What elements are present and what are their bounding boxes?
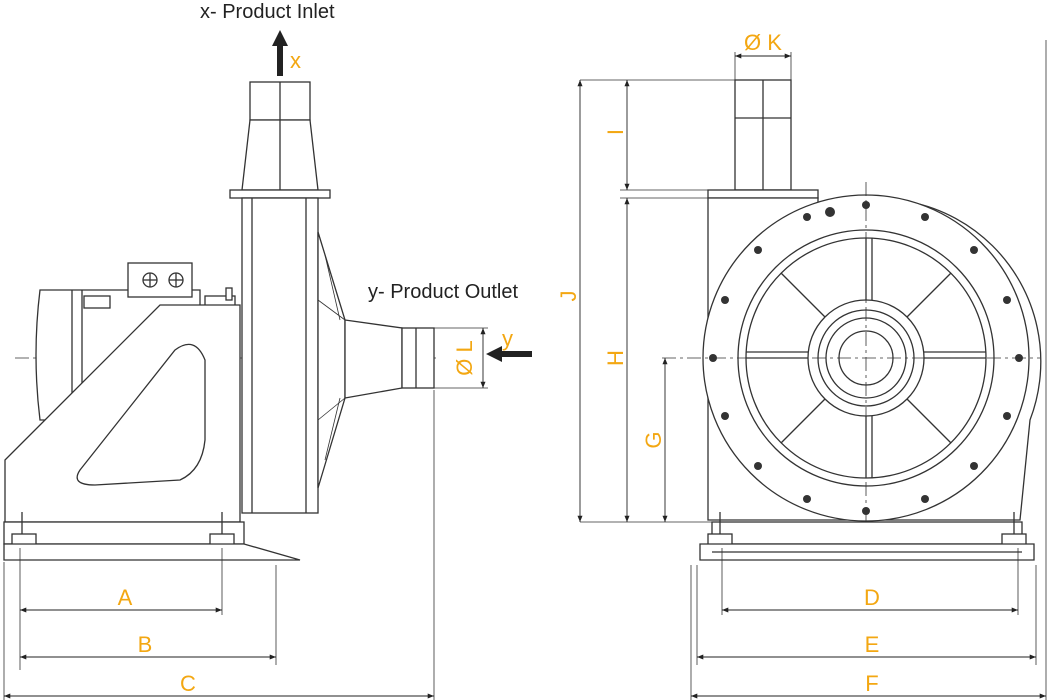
- dim-label-k: Ø K: [744, 30, 782, 55]
- inlet-caption: x- Product Inlet: [200, 1, 335, 23]
- outlet-caption: y- Product Outlet: [368, 281, 519, 303]
- pedestal: [3, 304, 301, 561]
- outlet-duct: [344, 319, 435, 399]
- dim-label-i: I: [603, 129, 628, 135]
- fan-housing: [241, 197, 346, 514]
- dim-label-j: J: [556, 291, 581, 302]
- inlet-duct: [229, 81, 331, 199]
- flow-marker-x: x: [290, 48, 301, 73]
- outlet-arrow-icon: [486, 346, 532, 362]
- dim-label-h: H: [603, 350, 628, 366]
- dim-label-b: B: [138, 632, 153, 657]
- side-view: A B C Ø L x y x- Product Inlet y- Produc…: [3, 1, 532, 700]
- dim-label-c: C: [180, 671, 196, 696]
- front-view: Ø K J I H G D E F: [556, 30, 1047, 700]
- inlet-arrow-icon: [272, 30, 288, 76]
- dim-label-g: G: [641, 431, 666, 448]
- dim-label-l: Ø L: [452, 340, 477, 375]
- dim-label-e: E: [865, 632, 880, 657]
- flow-marker-y: y: [502, 326, 513, 351]
- dim-label-a: A: [118, 585, 133, 610]
- bolt-markers: [709, 201, 1023, 515]
- dim-label-f: F: [865, 671, 878, 696]
- dim-label-d: D: [864, 585, 880, 610]
